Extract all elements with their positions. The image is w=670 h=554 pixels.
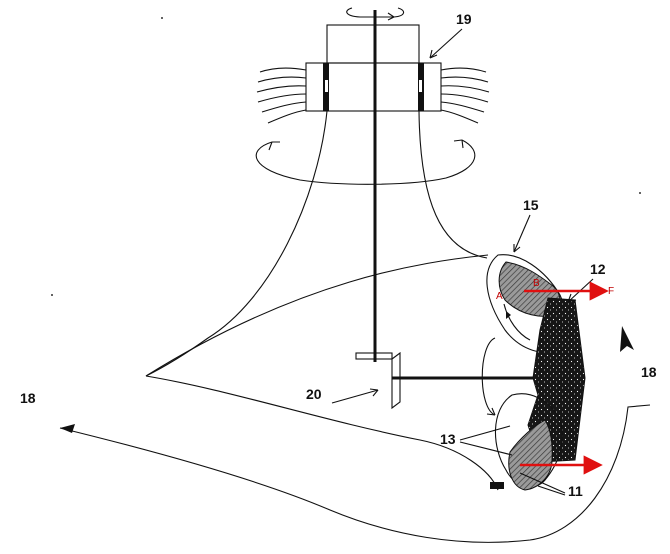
flow-arrow-right (620, 326, 634, 352)
label-18-right: 18 (641, 364, 657, 380)
leader-15 (513, 214, 531, 253)
guide-vanes-right (440, 67, 490, 124)
swirl-rotation-arrow (255, 139, 476, 185)
leader-13b (459, 441, 513, 456)
leader-11b (537, 485, 566, 496)
label-12: 12 (590, 261, 606, 277)
horizontal-rotation-arrow (481, 337, 496, 416)
label-f: F (608, 286, 614, 297)
label-a: A (496, 291, 503, 302)
label-11: 11 (568, 483, 583, 499)
stray-dot (51, 294, 53, 296)
leader-11a (519, 472, 566, 494)
flow-boundary (59, 404, 651, 543)
label-13: 13 (440, 431, 456, 447)
label-19: 19 (456, 11, 472, 27)
stray-dot (161, 17, 163, 19)
top-rotation-arrow (346, 7, 405, 21)
label-20: 20 (306, 386, 322, 402)
draft-tube-shell (145, 110, 488, 377)
label-b: B (533, 278, 540, 289)
lower-blade (490, 393, 563, 491)
label-18-left: 18 (20, 390, 36, 406)
hub-body (145, 254, 499, 491)
leader-19 (429, 28, 463, 59)
leader-20 (331, 389, 379, 404)
label-15: 15 (523, 197, 539, 213)
guide-vanes-left (256, 67, 307, 124)
leader-13a (459, 425, 511, 441)
stray-dot (639, 192, 641, 194)
flow-arrow-left (60, 424, 75, 433)
